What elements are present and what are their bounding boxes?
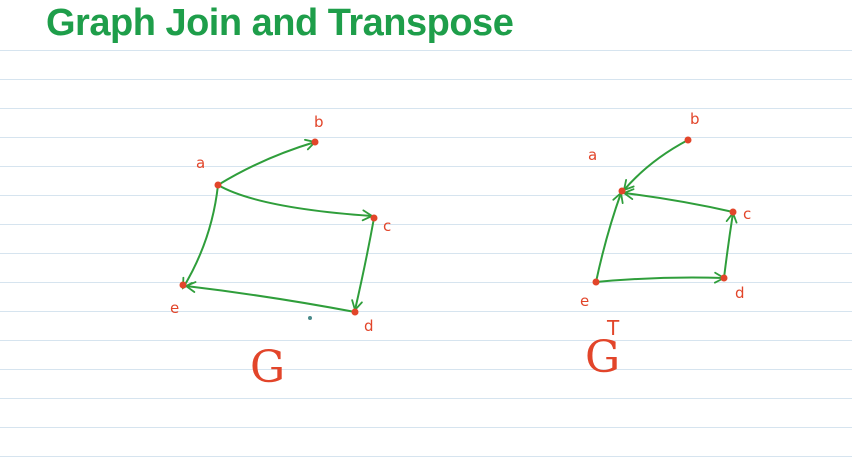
- graph-gt-name: G: [585, 332, 620, 383]
- node-b-dot: [311, 138, 319, 146]
- edge-a-b: [217, 138, 317, 186]
- edge-a-c: [217, 184, 374, 222]
- edge-d-c: [723, 211, 738, 279]
- edge-c-a: [622, 188, 734, 213]
- node-b-dot: [684, 136, 692, 144]
- node-e-dot: [592, 278, 600, 286]
- graph-g: a b c d e G: [170, 113, 391, 393]
- graph-gt-superscript: T: [606, 316, 620, 340]
- edge-d-e: [184, 281, 356, 313]
- stray-dot: [308, 316, 312, 320]
- node-e-label: e: [580, 292, 589, 310]
- node-d-label: d: [364, 317, 374, 335]
- node-a-dot: [618, 187, 626, 195]
- node-d-dot: [720, 274, 728, 282]
- node-b-label: b: [314, 113, 324, 131]
- node-d-label: d: [735, 284, 745, 302]
- graph-g-name: G: [250, 342, 285, 393]
- edge-b-a: [622, 139, 689, 192]
- edge-a-e: [182, 184, 219, 290]
- node-d-dot: [351, 308, 359, 316]
- node-c-dot: [729, 208, 737, 216]
- node-e-dot: [179, 281, 187, 289]
- edge-e-d: [595, 271, 726, 284]
- node-b-label: b: [690, 110, 700, 128]
- node-c-dot: [370, 214, 378, 222]
- node-c-label: c: [743, 205, 751, 223]
- edge-c-d: [351, 217, 375, 312]
- node-a-dot: [214, 181, 222, 189]
- graph-g-transpose: a b c d e G T: [580, 110, 751, 383]
- node-e-label: e: [170, 299, 179, 317]
- edge-e-a: [595, 191, 624, 283]
- node-c-label: c: [383, 217, 391, 235]
- node-a-label: a: [196, 154, 205, 172]
- node-a-label: a: [588, 146, 597, 164]
- page-title: Graph Join and Transpose: [46, 2, 514, 44]
